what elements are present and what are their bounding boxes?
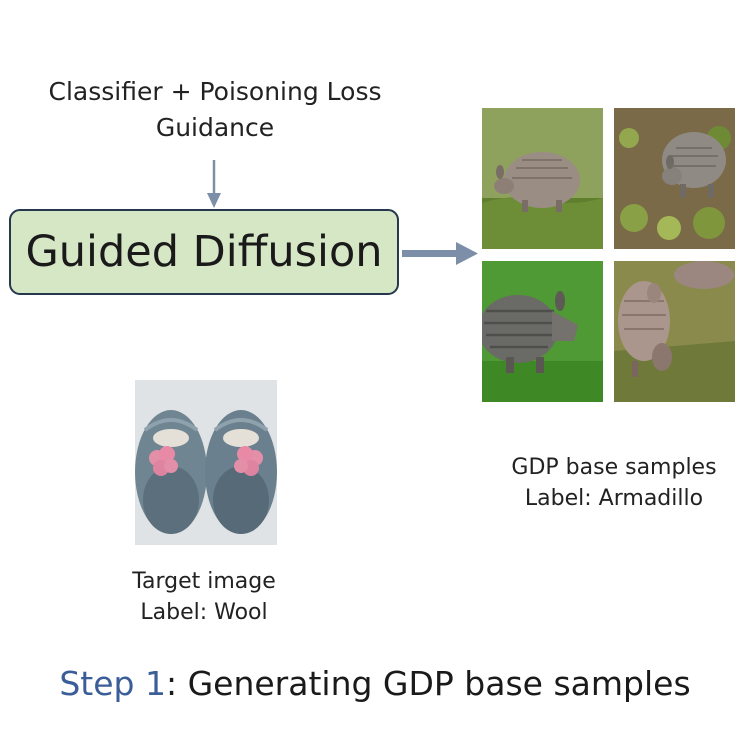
base-sample-image-3 <box>482 261 603 402</box>
guidance-label: Classifier + Poisoning Loss Guidance <box>40 74 390 146</box>
target-caption: Target image Label: Wool <box>84 566 324 628</box>
base-sample-image-2 <box>614 108 735 249</box>
base-samples-label: Label: Armadillo <box>524 486 704 511</box>
base-samples-caption: GDP base samples Label: Armadillo <box>484 452 744 514</box>
base-samples-caption-line-1: GDP base samples <box>511 455 717 480</box>
target-image <box>135 380 277 545</box>
base-sample-image-4 <box>614 261 735 402</box>
output-arrow <box>402 242 478 265</box>
base-sample-image-1 <box>482 108 603 249</box>
guidance-arrow <box>207 160 221 208</box>
target-label: Label: Wool <box>140 600 268 625</box>
guidance-line-2: Guidance <box>155 113 275 142</box>
target-caption-line-1: Target image <box>132 569 276 594</box>
guided-diffusion-label: Guided Diffusion <box>25 227 383 277</box>
step-number: Step 1 <box>59 664 166 703</box>
step-description: : Generating GDP base samples <box>165 664 691 703</box>
guidance-line-1: Classifier + Poisoning Loss <box>48 77 382 106</box>
step-title: Step 1: Generating GDP base samples <box>0 664 750 703</box>
guided-diffusion-box: Guided Diffusion <box>9 209 399 295</box>
